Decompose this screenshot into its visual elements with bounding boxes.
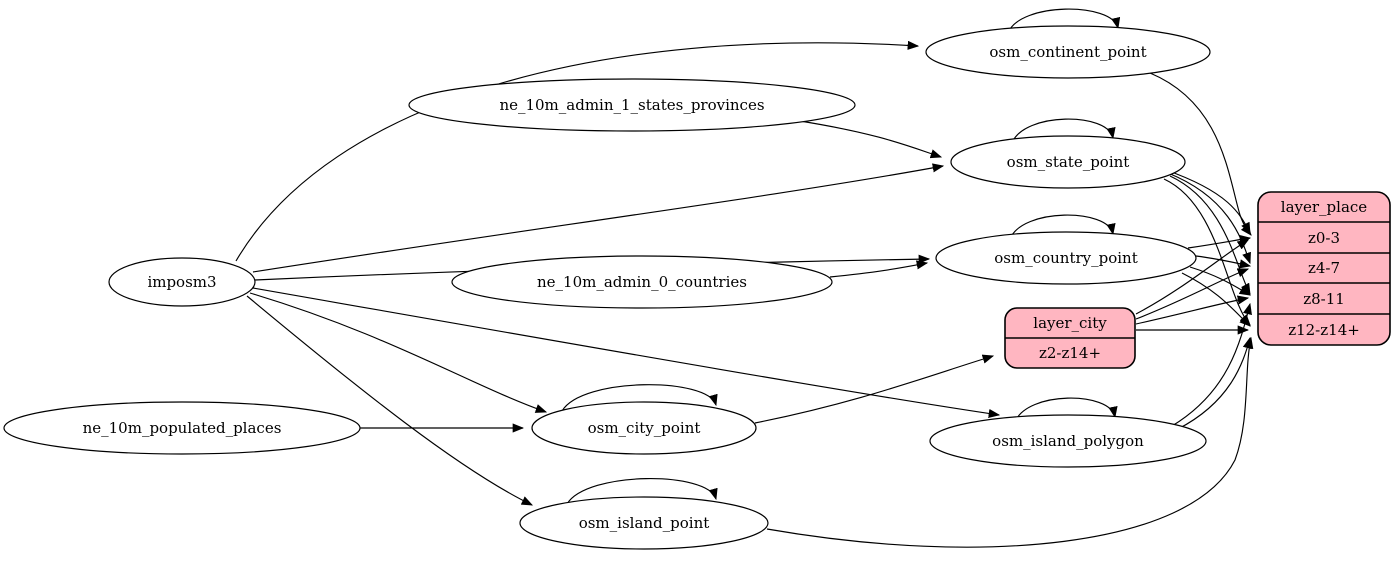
node-ne_10m_admin_1_states_provinces: ne_10m_admin_1_states_provinces <box>408 78 856 132</box>
osm_island_point-shape <box>519 496 769 550</box>
edge-osm_state_point-to-layer_place-z12-z14 <box>1163 178 1251 326</box>
edge-osm_country_point-to-layer_place-z4-7 <box>1195 255 1252 269</box>
ne_10m_admin_0_countries-shape <box>451 255 833 309</box>
edge-osm_state_point-to-layer_place-z4-7 <box>1167 172 1251 265</box>
edge-osm_state_point-to-layer_place-z0-3 <box>1165 169 1251 235</box>
edge-osm_island_polygon-to-layer_place-z8-11 <box>1171 302 1252 427</box>
node-osm_country_point: osm_country_point <box>935 231 1197 285</box>
node-osm_island_point: osm_island_point <box>519 496 769 550</box>
edge-osm_city_point-to-layer_city-z2-z14 <box>754 354 995 424</box>
node-ne_10m_populated_places: ne_10m_populated_places <box>3 401 361 455</box>
osm_island_polygon-label: osm_island_polygon <box>992 432 1144 450</box>
self-loop-osm_state_point <box>1011 118 1116 144</box>
edge-osm_island_polygon-to-layer_place-z12-z14 <box>1177 336 1252 430</box>
node-imposm3: imposm3 <box>108 257 256 307</box>
osm_island_polygon-shape <box>929 414 1207 468</box>
node-ne_10m_admin_0_countries: ne_10m_admin_0_countries <box>451 255 833 309</box>
edge-osm_country_point-to-layer_place-z0-3 <box>1187 234 1252 249</box>
osm_country_point-label: osm_country_point <box>994 249 1138 267</box>
edges <box>235 8 1254 548</box>
edge-layer_city-to-layer_place-z4-7 <box>1135 268 1250 320</box>
node-osm_continent_point: osm_continent_point <box>925 25 1211 79</box>
osm_state_point-shape <box>950 135 1186 189</box>
self-loop-osm_city_point <box>561 384 718 412</box>
record-layer_city: layer_city z2-z14+ <box>1004 307 1136 369</box>
node-osm_city_point: osm_city_point <box>531 401 757 455</box>
node-osm_island_polygon: osm_island_polygon <box>929 414 1207 468</box>
imposm3-shape <box>108 257 256 307</box>
record-layer_place: layer_place z0-3 z4-7 z8-11 z12-z14+ <box>1257 191 1391 346</box>
layer_place-row-z0-3: z0-3 <box>1308 229 1340 247</box>
osm_city_point-label: osm_city_point <box>588 419 701 437</box>
edge-imposm3-to-osm_state_point <box>252 163 945 273</box>
ne_10m_admin_1_states_provinces-label: ne_10m_admin_1_states_provinces <box>499 96 764 114</box>
edge-layer_city-to-layer_place-z0-3 <box>1135 239 1249 315</box>
edge-osm_island_point-to-layer_place-z12-z14 <box>766 336 1254 548</box>
osm_city_point-shape <box>531 401 757 455</box>
self-loop-osm_island_polygon <box>1014 397 1118 423</box>
osm_island_point-label: osm_island_point <box>579 514 710 532</box>
edge-imposm3-to-osm_island_polygon <box>252 287 1001 419</box>
layer_city-row-z2-z14: z2-z14+ <box>1039 344 1101 362</box>
self-loop-osm_country_point <box>1009 214 1116 240</box>
osm_state_point-label: osm_state_point <box>1007 153 1130 171</box>
self-loop-osm_island_point <box>566 478 718 505</box>
layer_place-box <box>1257 191 1391 346</box>
edge-osm_country_point-to-layer_place-z8-11 <box>1189 266 1251 296</box>
ne_10m_admin_1_states_provinces-shape <box>408 78 856 132</box>
osm_continent_point-label: osm_continent_point <box>989 43 1146 61</box>
edge-osm_state_point-to-layer_place-z8-11 <box>1169 175 1251 296</box>
edge-layer_city-to-layer_place-z8-11 <box>1135 295 1250 325</box>
layer_place-row-z12-z14: z12-z14+ <box>1288 321 1360 339</box>
osm_country_point-shape <box>935 231 1197 285</box>
edge-ne_10m_admin_0_countries-to-osm_country_point <box>829 260 929 278</box>
ne_10m_admin_0_countries-label: ne_10m_admin_0_countries <box>537 273 747 291</box>
edge-imposm3-to-osm_continent_point <box>235 40 920 262</box>
layer_place-row-z8-11: z8-11 <box>1303 290 1345 308</box>
edge-imposm3-to-osm_island_point <box>246 295 534 506</box>
edge-imposm3-to-osm_city_point <box>249 292 548 413</box>
edge-ne_10m_admin_1_states_provinces-to-osm_state_point <box>799 120 943 159</box>
self-loop-osm_continent_point <box>1007 8 1121 34</box>
ne_10m_populated_places-shape <box>3 401 361 455</box>
imposm3-label: imposm3 <box>147 273 216 291</box>
node-osm_state_point: osm_state_point <box>950 135 1186 189</box>
ne_10m_populated_places-label: ne_10m_populated_places <box>83 419 282 437</box>
osm_continent_point-shape <box>925 25 1211 79</box>
layer_place-title: layer_place <box>1281 198 1368 216</box>
layer_city-title: layer_city <box>1033 314 1107 332</box>
layer_place-row-z4-7: z4-7 <box>1308 259 1340 277</box>
